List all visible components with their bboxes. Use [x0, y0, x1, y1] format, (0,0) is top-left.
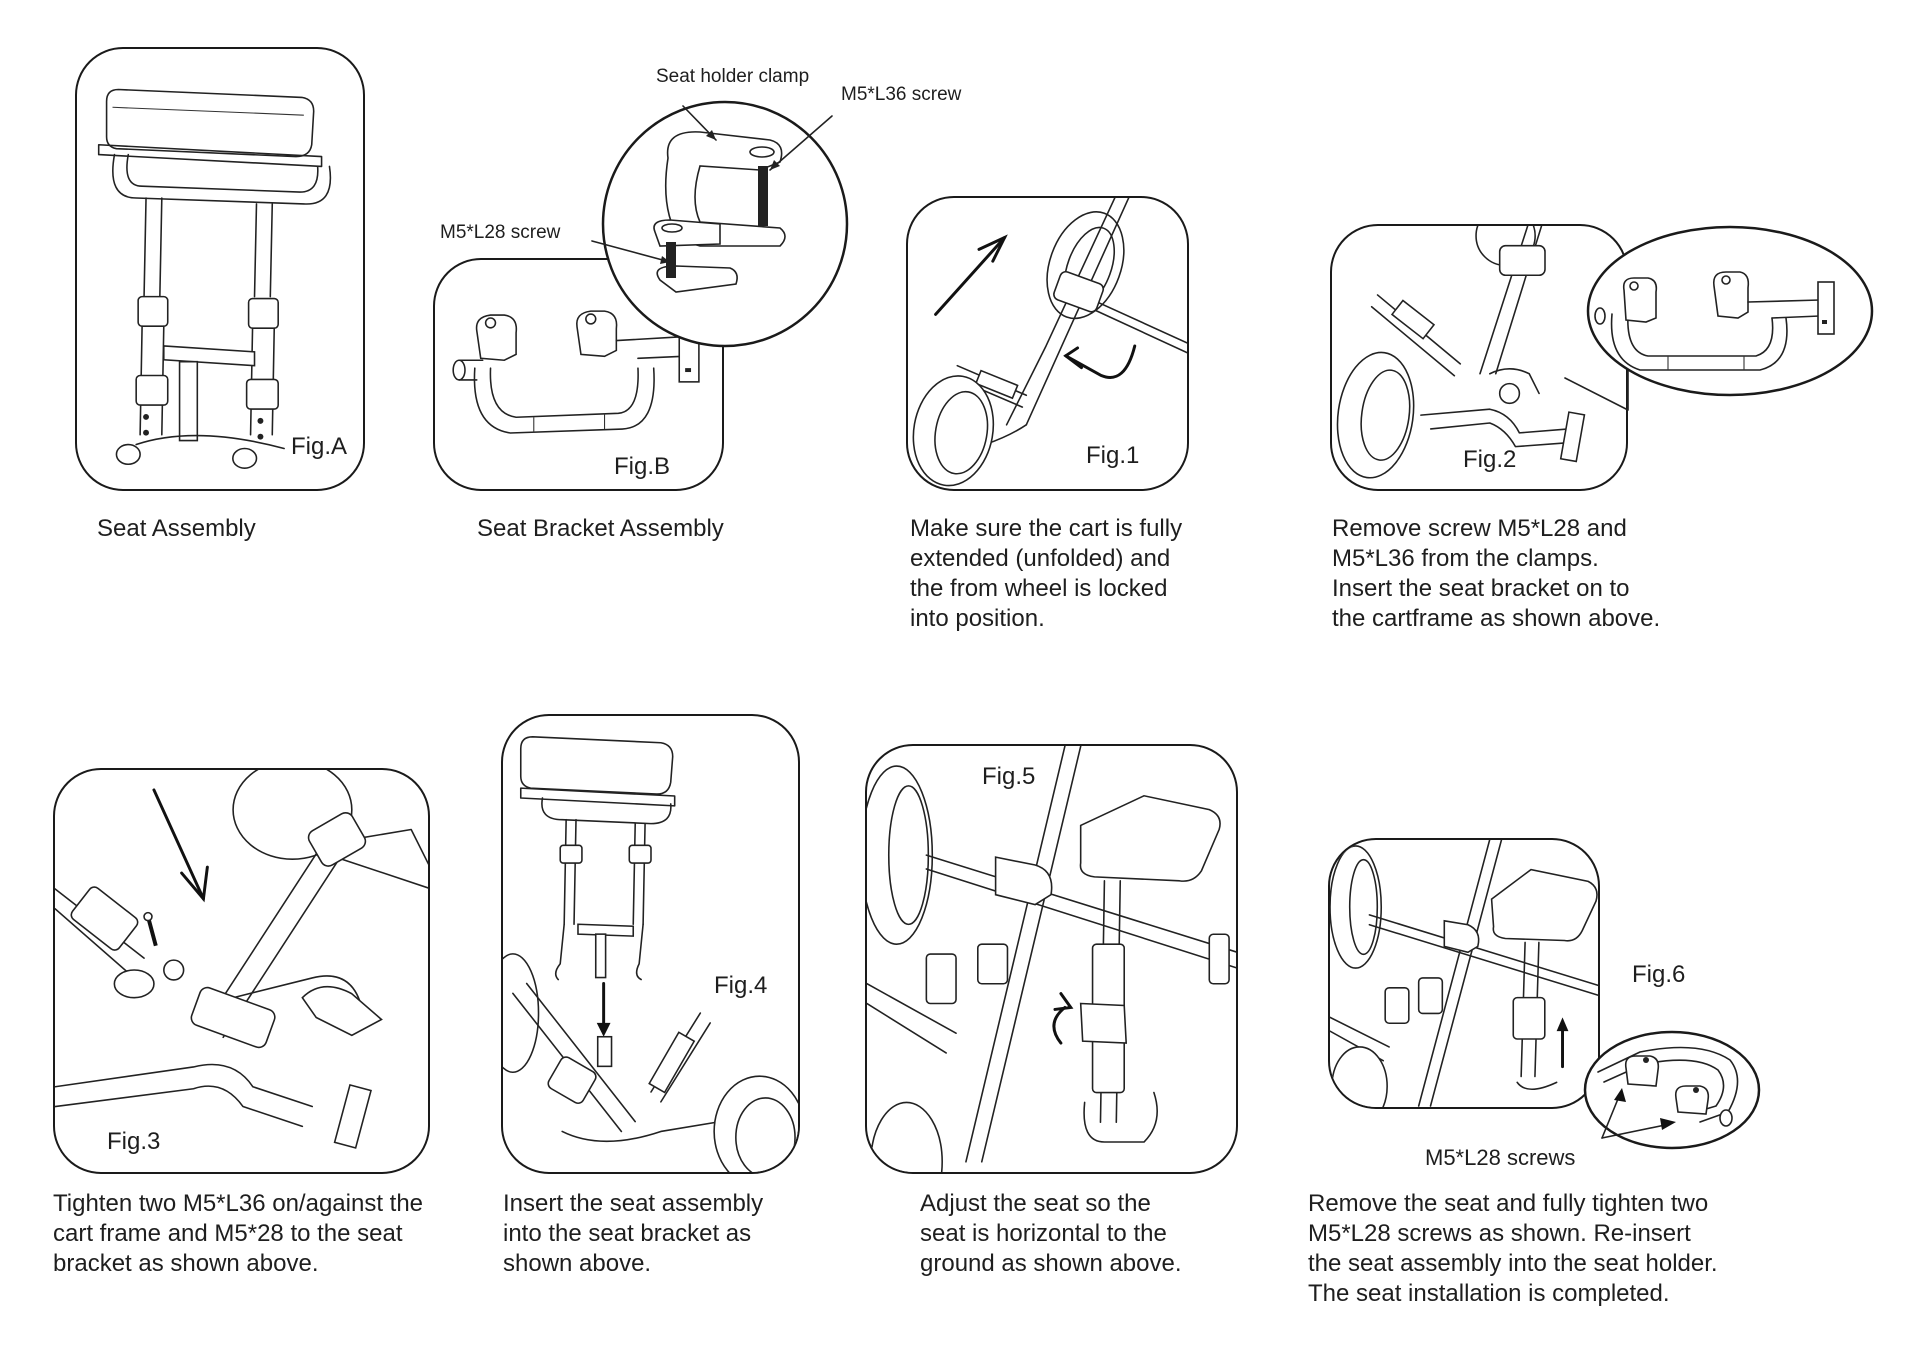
figure-5-panel: Fig.5: [865, 744, 1238, 1174]
figure-b-label: Fig.B: [614, 453, 671, 480]
caption-line: ground as shown above.: [920, 1250, 1182, 1277]
m5-l28-screws-callout: M5*L28 screws: [1425, 1145, 1576, 1170]
figure-b-caption: Seat Bracket Assembly: [477, 514, 724, 544]
figure-4-label: Fig.4: [714, 972, 768, 999]
screws-detail-ellipse: [1583, 1030, 1761, 1150]
caption-line: M5*L28 screws as shown. Re-insert: [1308, 1220, 1691, 1247]
caption-line: Seat Assembly: [97, 515, 256, 542]
caption-line: Tighten two M5*L36 on/against the: [53, 1190, 424, 1217]
figure-6-label: Fig.6: [1632, 961, 1686, 988]
caption-line: into the seat bracket as: [503, 1220, 752, 1247]
final-tighten-illustration: [1330, 840, 1598, 1107]
caption-line: seat is horizontal to the: [920, 1220, 1167, 1247]
caption-line: shown above.: [503, 1250, 652, 1277]
figure-4-caption: Insert the seat assembly into the seat b…: [503, 1189, 763, 1279]
seat-holder-clamp-callout: Seat holder clamp: [656, 66, 810, 87]
caption-line: cart frame and M5*28 to the seat: [53, 1220, 403, 1247]
caption-line: bracket as shown above.: [53, 1250, 319, 1277]
caption-line: Make sure the cart is fully: [910, 515, 1183, 542]
caption-line: Insert the seat assembly: [503, 1190, 764, 1217]
figure-1-caption: Make sure the cart is fully extended (un…: [910, 514, 1182, 634]
figure-2-label: Fig.2: [1463, 446, 1517, 473]
caption-line: the cartframe as shown above.: [1332, 605, 1661, 632]
tighten-screws-illustration: [55, 770, 428, 1149]
caption-line: the seat assembly into the seat holder.: [1308, 1250, 1718, 1277]
figure-5-label: Fig.5: [982, 763, 1036, 790]
seat-bracket-illustration: [452, 310, 700, 434]
figure-a-caption: Seat Assembly: [97, 514, 256, 544]
figure-5-caption: Adjust the seat so the seat is horizonta…: [920, 1189, 1182, 1279]
caption-line: Seat Bracket Assembly: [477, 515, 724, 542]
figure-6-caption: Remove the seat and fully tighten two M5…: [1308, 1189, 1718, 1309]
figure-3-label: Fig.3: [107, 1128, 161, 1155]
caption-line: M5*L36 from the clamps.: [1332, 545, 1599, 572]
caption-line: Remove screw M5*L28 and: [1332, 515, 1627, 542]
figure-2-caption: Remove screw M5*L28 and M5*L36 from the …: [1332, 514, 1660, 634]
figure-4-panel: Fig.4: [501, 714, 800, 1174]
bracket-detail-ellipse: [1586, 225, 1874, 397]
figure-a-panel: Fig.A: [75, 47, 365, 491]
caption-line: Remove the seat and fully tighten two: [1308, 1190, 1709, 1217]
cart-unfold-illustration: [912, 198, 1187, 487]
seat-assembly-illustration: [97, 88, 332, 470]
bracket-insert-illustration: [1336, 226, 1586, 479]
caption-line: The seat installation is completed.: [1308, 1280, 1670, 1307]
m5-l28-screw-callout: M5*L28 screw: [440, 222, 561, 243]
caption-line: the from wheel is locked: [910, 575, 1168, 602]
figure-3-panel: Fig.3: [53, 768, 430, 1174]
m5-l36-screw-callout: M5*L36 screw: [841, 84, 962, 105]
caption-line: extended (unfolded) and: [910, 545, 1171, 572]
caption-line: Insert the seat bracket on to: [1332, 575, 1630, 602]
figure-3-caption: Tighten two M5*L36 on/against the cart f…: [53, 1189, 423, 1279]
figure-b-panel: Fig.B: [433, 258, 724, 491]
caption-line: Adjust the seat so the: [920, 1190, 1151, 1217]
figure-a-label: Fig.A: [291, 433, 348, 460]
figure-6-panel: [1328, 838, 1600, 1109]
insert-seat-illustration: [503, 736, 798, 1172]
adjust-seat-illustration: [867, 746, 1236, 1172]
figure-1-panel: Fig.1: [906, 196, 1189, 491]
figure-2-panel: Fig.2: [1330, 224, 1628, 491]
caption-line: into position.: [910, 605, 1045, 632]
figure-1-label: Fig.1: [1086, 442, 1140, 469]
